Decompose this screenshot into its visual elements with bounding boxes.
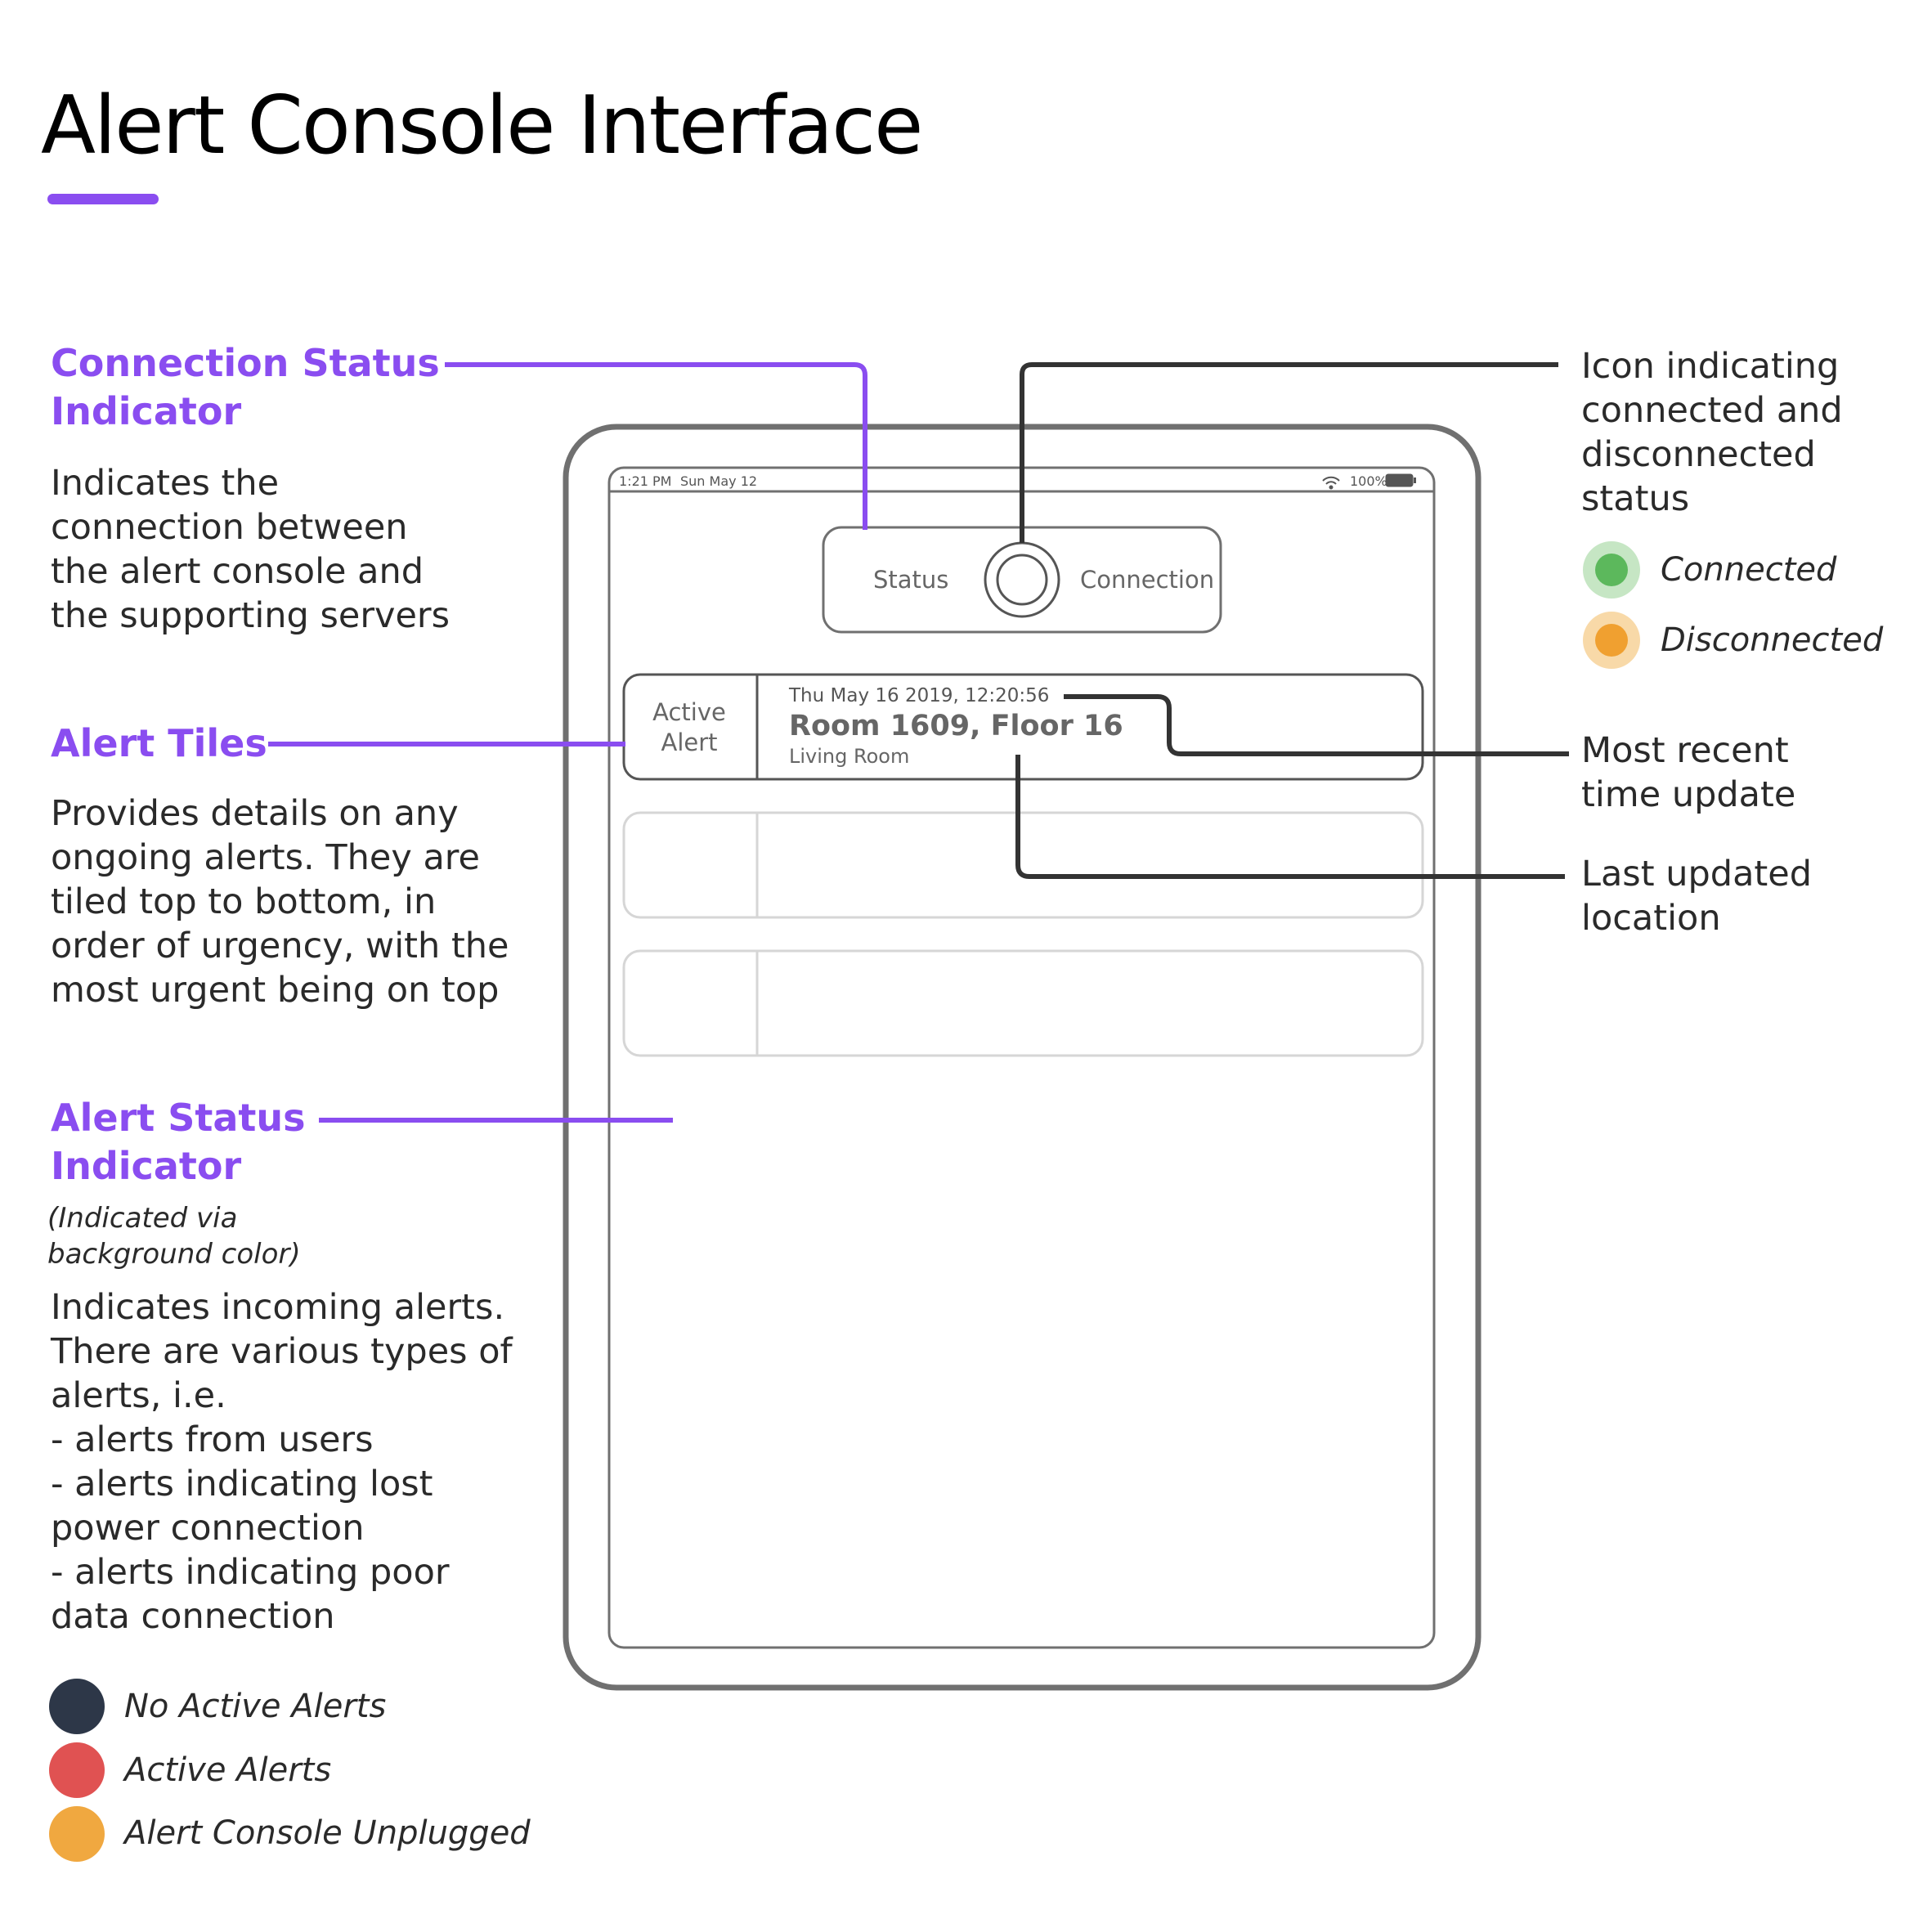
connection-status-heading: Connection Status Indicator: [51, 339, 440, 436]
alert-status-heading: Alert Status Indicator: [51, 1094, 306, 1190]
connector-location: [1015, 755, 1565, 879]
no-active-alerts-dot-icon: [49, 1679, 105, 1734]
desc-line: the alert console and: [51, 551, 424, 592]
legend-alert-console-unplugged: Alert Console Unplugged: [124, 1814, 531, 1852]
desc-line: tiled top to bottom, in: [51, 881, 437, 922]
connection-status-desc: Indicates the connection between the ale…: [51, 461, 450, 638]
desc-line: There are various types of: [51, 1331, 513, 1372]
desc-line: Last updated: [1581, 854, 1813, 894]
desc-line: most urgent being on top: [51, 970, 500, 1011]
desc-line: Provides details on any: [51, 793, 459, 834]
desc-line: Most recent: [1581, 730, 1789, 771]
alert-tiles-desc: Provides details on any ongoing alerts. …: [51, 791, 509, 1012]
active-alert-label-line1: Active: [652, 698, 726, 726]
connector-connection-status: [445, 362, 867, 530]
desc-line: Indicates the: [51, 463, 280, 504]
status-label: Status: [873, 566, 949, 594]
empty-tile-box-2: [622, 949, 1424, 1057]
desc-line: connection between: [51, 507, 408, 548]
alert-timestamp: Thu May 16 2019, 12:20:56: [789, 685, 1050, 706]
desc-line: disconnected: [1581, 434, 1816, 475]
icon-indicator-desc: Icon indicating connected and disconnect…: [1581, 344, 1843, 521]
page-title: Alert Console Interface: [41, 79, 923, 173]
alert-status-heading-line2: Indicator: [51, 1144, 242, 1188]
desc-line: alerts, i.e.: [51, 1375, 226, 1416]
connector-icon: [1020, 362, 1558, 543]
desc-line: data connection: [51, 1596, 335, 1637]
active-alert-label-line2: Alert: [661, 729, 718, 756]
desc-line: order of urgency, with the: [51, 926, 509, 966]
status-bar-time: 1:21 PM: [619, 473, 672, 489]
desc-line: time update: [1581, 774, 1796, 815]
disconnected-dot-icon: [1595, 624, 1628, 657]
note-line: background color): [47, 1238, 301, 1271]
alert-location: Living Room: [789, 745, 910, 768]
location-desc: Last updated location: [1581, 852, 1812, 940]
alert-console-unplugged-dot-icon: [49, 1806, 105, 1862]
desc-line: the supporting servers: [51, 595, 451, 636]
desc-line: ongoing alerts. They are: [51, 837, 480, 878]
empty-tile-box-1: [622, 811, 1424, 919]
legend-connected: Connected: [1661, 551, 1837, 589]
desc-line: status: [1581, 478, 1690, 519]
device-screen: [607, 466, 1436, 1649]
wifi-icon: [1322, 476, 1340, 490]
battery-tip: [1414, 478, 1416, 483]
legend-active-alerts: Active Alerts: [124, 1751, 332, 1789]
desc-line: location: [1581, 898, 1721, 939]
connection-status-heading-line2: Indicator: [51, 389, 242, 433]
desc-line: - alerts indicating lost: [51, 1464, 433, 1504]
desc-line: connected and: [1581, 390, 1843, 431]
desc-line: - alerts from users: [51, 1419, 374, 1460]
connected-dot-icon: [1595, 554, 1628, 586]
alert-status-note: (Indicated via background color): [47, 1200, 301, 1272]
connection-icon-inner: [996, 554, 1048, 606]
connection-label: Connection: [1080, 566, 1215, 594]
status-bar-battery-text: 100%: [1350, 473, 1387, 489]
connector-time-update: [1064, 694, 1569, 756]
desc-line: - alerts indicating poor: [51, 1552, 450, 1593]
status-bar-date: Sun May 12: [680, 473, 758, 489]
desc-line: power connection: [51, 1508, 365, 1549]
legend-disconnected: Disconnected: [1661, 621, 1884, 659]
alert-status-desc: Indicates incoming alerts. There are var…: [51, 1285, 513, 1639]
title-underline: [47, 194, 159, 204]
desc-line: Icon indicating: [1581, 346, 1840, 387]
battery-icon: [1385, 473, 1414, 487]
time-update-desc: Most recent time update: [1581, 729, 1795, 817]
note-line: (Indicated via: [47, 1202, 238, 1235]
legend-no-active-alerts: No Active Alerts: [124, 1688, 387, 1725]
alert-room: Room 1609, Floor 16: [789, 710, 1123, 742]
alert-tiles-heading: Alert Tiles: [51, 721, 267, 765]
active-alerts-dot-icon: [49, 1742, 105, 1798]
active-alert-label[interactable]: Active Alert: [624, 697, 755, 758]
desc-line: Indicates incoming alerts.: [51, 1287, 505, 1328]
connection-status-heading-line1: Connection Status: [51, 341, 440, 385]
alert-status-heading-line1: Alert Status: [51, 1096, 306, 1140]
